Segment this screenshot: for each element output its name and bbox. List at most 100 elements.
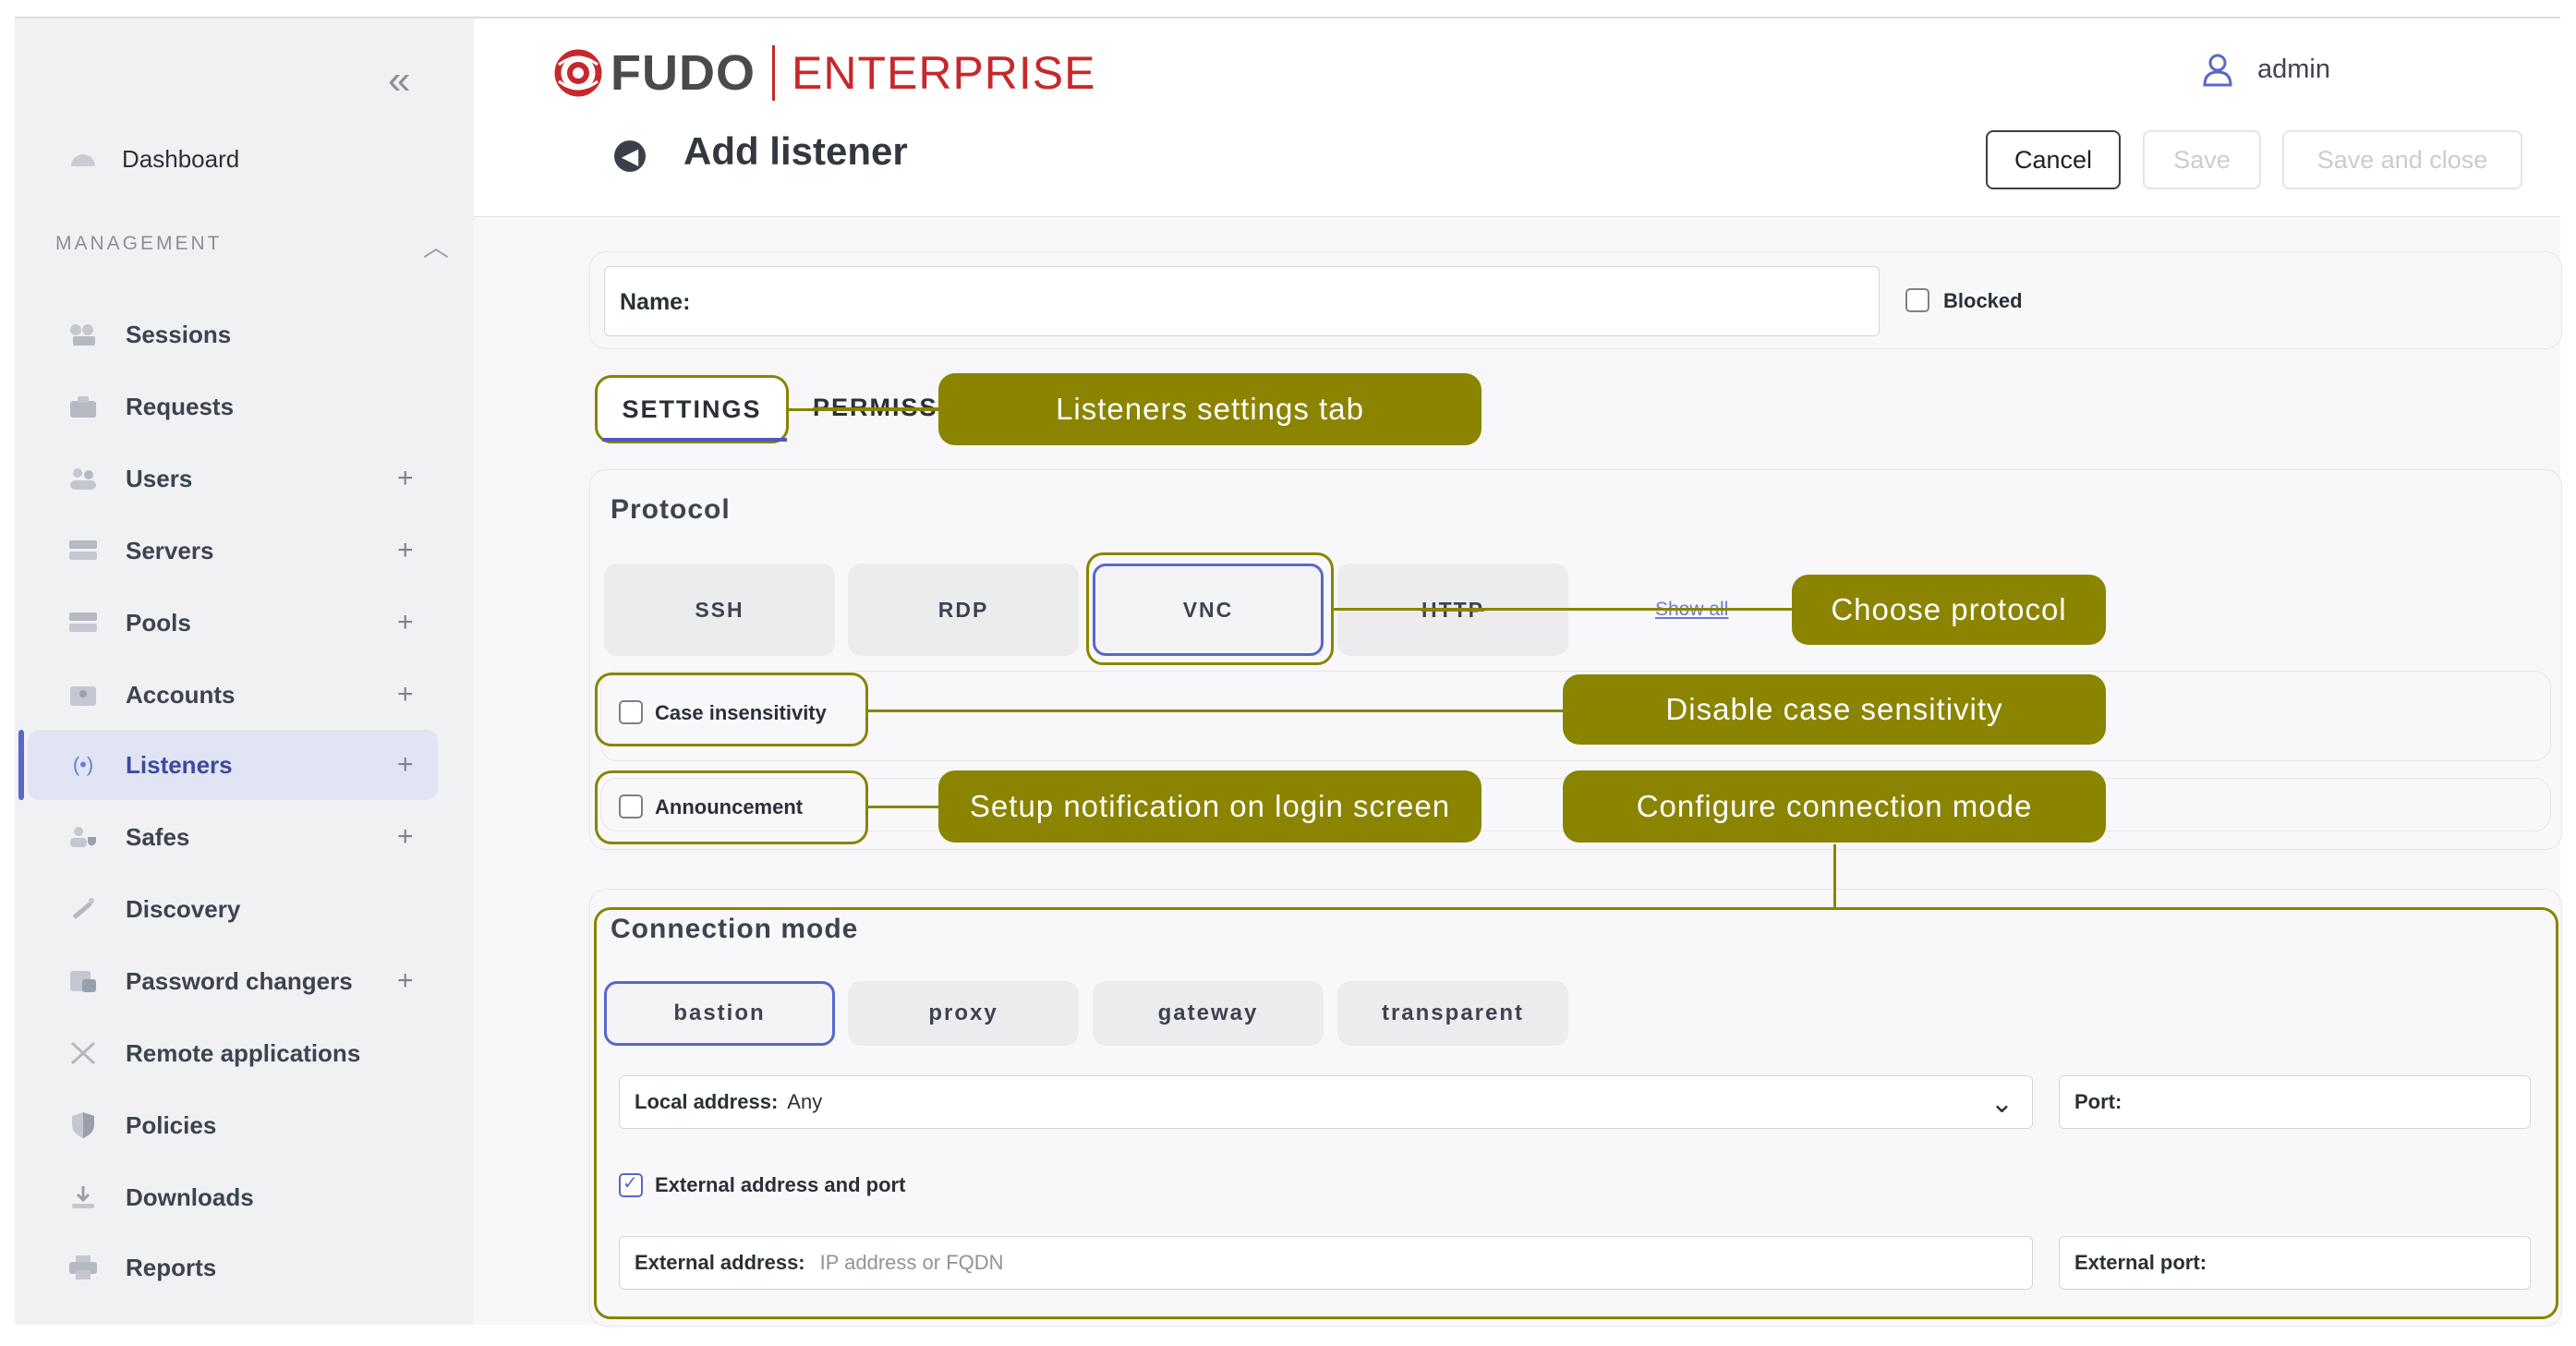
- sidebar-item-reports[interactable]: Reports: [28, 1232, 438, 1303]
- tab-active-underline: [602, 438, 787, 442]
- sidebar-item-label: Sessions: [126, 320, 232, 348]
- sidebar-item-password-changers[interactable]: Password changers +: [28, 946, 438, 1016]
- shield-icon: [67, 1109, 100, 1142]
- sidebar-item-label: Requests: [126, 392, 235, 420]
- announcement-label: Announcement: [655, 795, 804, 819]
- local-address-select[interactable]: Local address: Any ⌄: [619, 1075, 2033, 1129]
- add-pool-button[interactable]: +: [397, 607, 414, 637]
- fudo-logo-icon: [551, 46, 605, 100]
- sidebar-item-label: Discovery: [126, 894, 241, 923]
- user-icon: [2200, 52, 2235, 87]
- save-button[interactable]: Save: [2143, 130, 2261, 189]
- cancel-button[interactable]: Cancel: [1986, 130, 2121, 189]
- sidebar-item-label: Remote applications: [126, 1038, 361, 1067]
- brand-edition: ENTERPRISE: [791, 47, 1096, 99]
- sidebar-item-servers[interactable]: Servers +: [28, 515, 438, 586]
- sidebar-item-remote-applications[interactable]: Remote applications: [28, 1018, 438, 1088]
- add-account-button[interactable]: +: [397, 679, 414, 709]
- sidebar-item-discovery[interactable]: Discovery: [28, 874, 438, 944]
- back-icon[interactable]: ◀: [614, 140, 646, 172]
- save-and-close-button[interactable]: Save and close: [2282, 130, 2522, 189]
- annotation-line-protocol: [1334, 608, 1792, 611]
- connection-mode-title: Connection mode: [611, 914, 859, 944]
- add-password-changer-button[interactable]: +: [397, 965, 414, 996]
- pools-icon: [67, 606, 100, 639]
- section-label-management: MANAGEMENT: [55, 233, 223, 254]
- sidebar-item-label: Listeners: [126, 750, 233, 779]
- protocol-vnc-button[interactable]: VNC: [1093, 564, 1324, 656]
- sidebar-item-label: Downloads: [126, 1182, 254, 1211]
- name-field-label: Name:: [620, 289, 691, 315]
- chevron-up-icon[interactable]: ︿: [423, 233, 450, 261]
- case-insensitivity-label: Case insensitivity: [655, 701, 827, 724]
- mode-transparent-button[interactable]: transparent: [1337, 981, 1568, 1046]
- tab-settings[interactable]: SETTINGS: [595, 375, 789, 443]
- sidebar-item-pools[interactable]: Pools +: [28, 588, 438, 658]
- printer-icon: [67, 1251, 100, 1284]
- protocol-rdp-button[interactable]: RDP: [848, 564, 1079, 656]
- add-server-button[interactable]: +: [397, 535, 414, 565]
- sidebar-item-listeners[interactable]: (•) Listeners +: [28, 730, 438, 800]
- requests-icon: [67, 390, 100, 423]
- external-port-field[interactable]: External port:: [2059, 1236, 2531, 1290]
- name-field[interactable]: Name:: [604, 266, 1880, 336]
- page-title: Add listener: [683, 129, 908, 173]
- sidebar-item-label: Accounts: [126, 680, 236, 709]
- sidebar-item-dashboard[interactable]: Dashboard: [28, 124, 438, 194]
- sidebar-item-label: Safes: [126, 822, 190, 851]
- annotation-line-announcement: [868, 806, 938, 808]
- sidebar-item-sessions[interactable]: Sessions: [28, 299, 438, 370]
- external-address-label: External address:: [635, 1251, 805, 1274]
- add-user-button[interactable]: +: [397, 463, 414, 493]
- listeners-icon: (•): [72, 753, 94, 776]
- annotation-settings-tab: Listeners settings tab: [938, 373, 1482, 445]
- protocol-ssh-button[interactable]: SSH: [604, 564, 835, 656]
- add-safe-button[interactable]: +: [397, 821, 414, 852]
- external-address-checkbox-label: External address and port: [655, 1173, 906, 1196]
- case-insensitivity-checkbox[interactable]: [619, 700, 643, 724]
- external-address-checkbox[interactable]: [619, 1171, 643, 1197]
- safes-icon: [67, 820, 100, 854]
- chevron-down-icon: ⌄: [1989, 1088, 2014, 1119]
- blocked-label: Blocked: [1943, 289, 2023, 312]
- sidebar-item-label: Dashboard: [122, 144, 240, 173]
- sidebar-item-label: Password changers: [126, 966, 353, 995]
- tab-permissions[interactable]: PERMISSIONS: [813, 394, 940, 421]
- fudo-logo: FUDO ENTERPRISE: [551, 44, 1096, 102]
- announcement-checkbox[interactable]: [619, 794, 643, 819]
- sidebar-item-requests[interactable]: Requests: [28, 371, 438, 442]
- mode-gateway-button[interactable]: gateway: [1093, 981, 1324, 1046]
- wand-icon: [67, 892, 100, 926]
- annotation-case-sensitivity: Disable case sensitivity: [1563, 674, 2106, 745]
- collapse-sidebar-icon[interactable]: «: [388, 57, 411, 103]
- external-address-field[interactable]: External address: IP address or FQDN: [619, 1236, 2033, 1290]
- mode-proxy-button[interactable]: proxy: [848, 981, 1079, 1046]
- sidebar-item-downloads[interactable]: Downloads: [28, 1162, 438, 1232]
- local-address-label: Local address:: [635, 1090, 779, 1113]
- case-highlight: [595, 673, 868, 746]
- download-icon: [67, 1181, 100, 1214]
- local-address-value: Any: [787, 1090, 823, 1113]
- annotation-line-connection: [1833, 844, 1836, 907]
- port-field[interactable]: Port:: [2059, 1075, 2531, 1129]
- annotation-choose-protocol: Choose protocol: [1792, 575, 2106, 645]
- sidebar-item-policies[interactable]: Policies: [28, 1090, 438, 1160]
- sidebar-item-users[interactable]: Users +: [28, 443, 438, 514]
- annotation-announcement: Setup notification on login screen: [938, 770, 1482, 843]
- add-listener-button[interactable]: +: [397, 749, 414, 780]
- sidebar-item-label: Servers: [126, 536, 214, 564]
- sidebar-item-safes[interactable]: Safes +: [28, 802, 438, 872]
- user-menu[interactable]: admin: [2200, 52, 2330, 87]
- brand-name: FUDO: [611, 45, 756, 101]
- sidebar-item-label: Policies: [126, 1110, 217, 1139]
- mode-bastion-button[interactable]: bastion: [604, 981, 835, 1046]
- servers-icon: [67, 534, 100, 567]
- sidebar-item-label: Pools: [126, 608, 191, 637]
- external-address-placeholder: IP address or FQDN: [819, 1251, 1004, 1274]
- remote-applications-icon: [67, 1037, 100, 1070]
- blocked-checkbox[interactable]: [1905, 288, 1929, 312]
- sidebar-item-accounts[interactable]: Accounts +: [28, 660, 438, 730]
- dashboard-icon: [67, 142, 100, 176]
- accounts-icon: [67, 678, 100, 711]
- sidebar: [15, 18, 474, 1325]
